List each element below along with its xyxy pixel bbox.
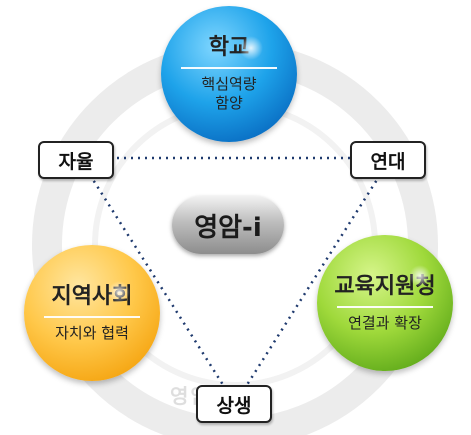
connector-solidarity-coexistence: [243, 174, 382, 389]
school-title: 학교: [208, 35, 250, 60]
community-subtitle: 자치와 협력: [55, 323, 129, 342]
center-label: 영암-i: [172, 196, 284, 254]
office-subtitle: 연결과 확장: [348, 313, 422, 332]
tag-coexistence: 상생: [196, 385, 272, 423]
school-divider: [181, 67, 277, 69]
school-node: 학교 핵심역량 함양: [161, 6, 297, 142]
education-office-node: 교육지원청 연결과 확장: [317, 235, 453, 371]
tag-autonomy: 자율: [38, 141, 114, 179]
tag-solidarity: 연대: [350, 141, 426, 179]
office-title: 교육지원청: [334, 273, 436, 299]
community-divider: [44, 315, 140, 318]
school-subtitle: 핵심역량 함양: [201, 75, 257, 112]
community-node: 지역사회 자치와 협력: [24, 245, 160, 381]
office-divider: [337, 305, 433, 308]
community-title: 지역사회: [51, 283, 133, 309]
connector-autonomy-coexistence: [88, 174, 227, 389]
